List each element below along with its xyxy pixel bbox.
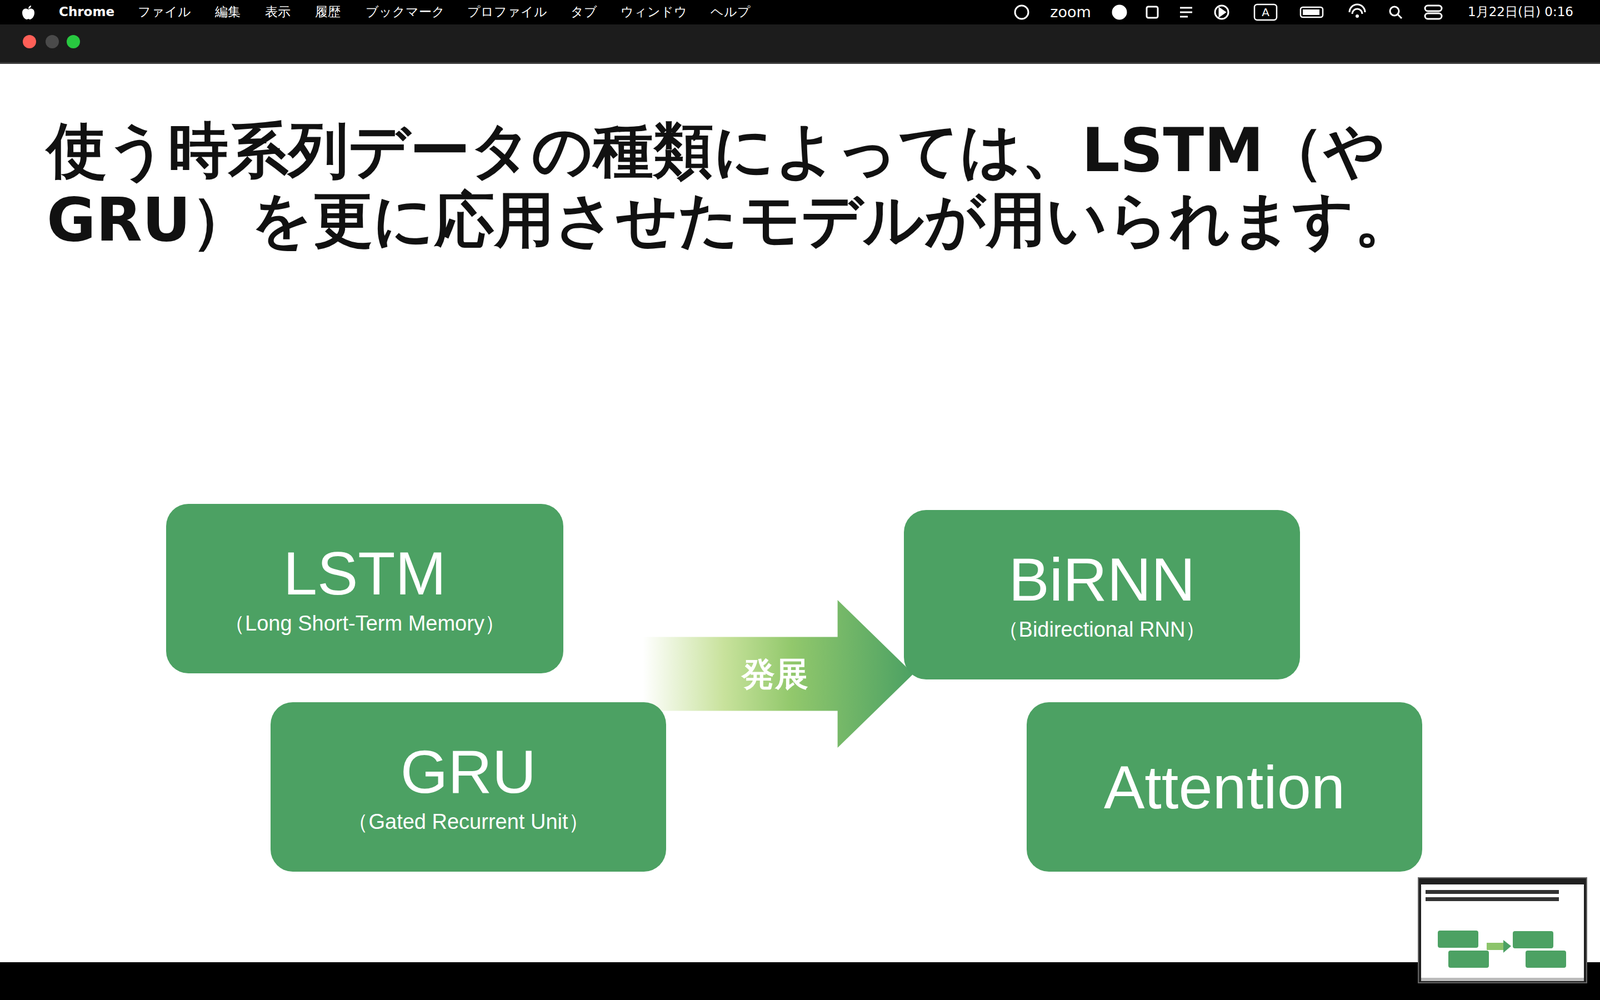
node-title: LSTM — [283, 539, 447, 607]
model-box: LSTM （Long Short-Term Memory） — [166, 503, 564, 674]
model-box: BiRNN （Bidirectional RNN） — [903, 510, 1300, 680]
share-thumbnail — [1418, 877, 1587, 983]
node-title: 発展 — [741, 655, 809, 693]
zoom-button — [66, 35, 80, 49]
node-subtitle: （Gated Recurrent Unit） — [347, 808, 589, 836]
node-title: GRU — [400, 737, 537, 805]
menu-item: 履歴 — [315, 4, 341, 20]
menu-item: ブックマーク — [365, 4, 445, 20]
menu-item: 表示 — [265, 4, 291, 20]
node-title: BiRNN — [1008, 545, 1195, 613]
slide-title: 使う時系列データの種類によっては、LSTM（や GRU）を更に応用させたモデルが… — [46, 115, 1436, 255]
menu-item: タブ — [570, 4, 598, 20]
clock: 1月22日(日) 0:16 — [1467, 4, 1574, 20]
slide-ground — [0, 63, 1600, 963]
node-title: Attention — [1103, 753, 1345, 821]
apple-logo — [22, 5, 35, 20]
menu-item: 編集 — [215, 4, 241, 20]
arrow-body — [642, 600, 914, 748]
model-box: GRU （Gated Recurrent Unit） — [270, 702, 667, 872]
menu-item: ヘルプ — [710, 4, 751, 20]
development-arrow: 発展 — [642, 600, 914, 748]
model-box: Attention — [1026, 702, 1423, 872]
window-titlebar — [0, 24, 1600, 64]
status-item: A — [1261, 5, 1270, 19]
bottom-bar — [0, 962, 1600, 1000]
titlebar-separator — [0, 62, 1600, 64]
menu-bar — [0, 0, 1600, 25]
menu-item: ウィンドウ — [620, 4, 688, 20]
menu-item: プロファイル — [467, 4, 548, 20]
status-item: zoom — [1050, 3, 1092, 22]
app-name: Chrome — [58, 4, 115, 20]
node-subtitle: （Long Short-Term Memory） — [223, 610, 506, 638]
node-subtitle: （Bidirectional RNN） — [997, 616, 1207, 644]
minimize-button — [45, 35, 59, 49]
menu-item: ファイル — [137, 4, 192, 20]
close-button — [22, 35, 37, 49]
